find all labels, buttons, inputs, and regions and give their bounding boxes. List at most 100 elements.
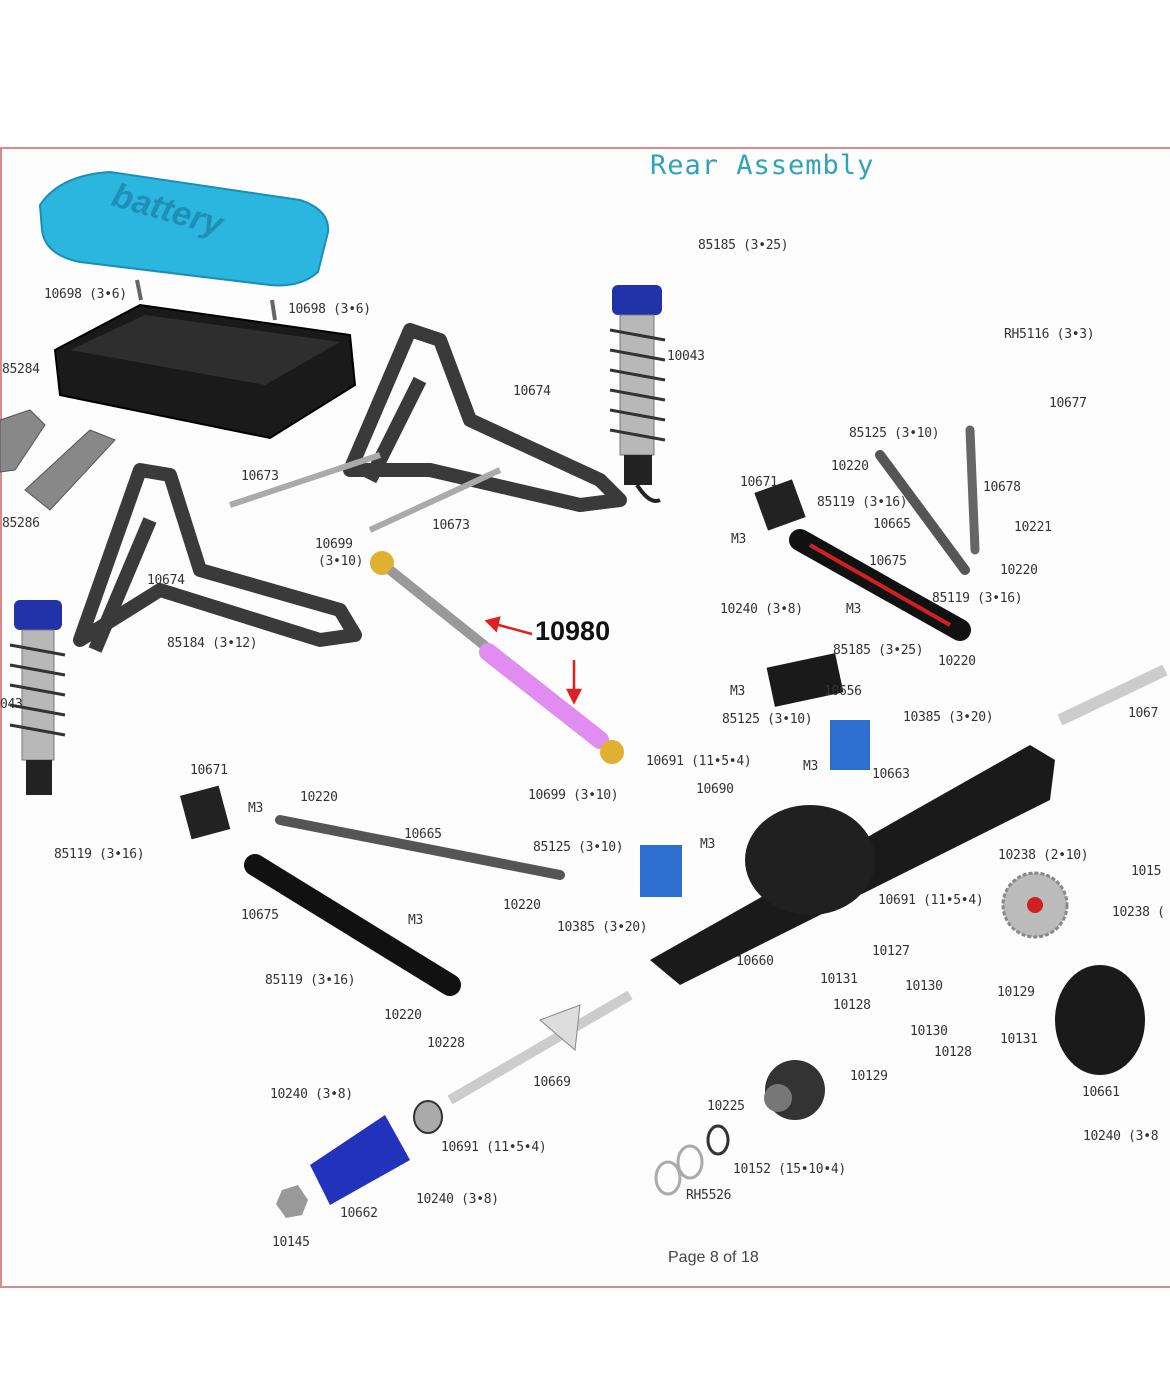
part-label: 10221 (1014, 520, 1052, 535)
hub-carrier-10662 (276, 1100, 443, 1218)
bracket-10671-lower (179, 785, 231, 840)
battery-pack: battery (38, 170, 330, 287)
link-10675-upper (789, 529, 971, 641)
part-label: 10238 ( (1112, 905, 1165, 920)
part-label: 10130 (905, 979, 943, 994)
part-label: 1067 (1128, 706, 1159, 721)
part-label: 10663 (872, 767, 910, 782)
part-label: 10691 (11•5•4) (646, 754, 752, 769)
part-label: 85119 (3•16) (817, 495, 908, 510)
mount-10663-lower (640, 845, 682, 897)
part-label: 10675 (241, 908, 279, 923)
part-label: M3 (846, 602, 862, 617)
part-label: 85185 (3•25) (698, 238, 789, 253)
rod-10673-a (229, 452, 381, 508)
part-label: 10673 (241, 469, 279, 484)
part-label: 10690 (696, 782, 734, 797)
part-label: 85184 (3•12) (167, 636, 258, 651)
washers (654, 1124, 730, 1196)
part-label: 85119 (3•16) (54, 847, 145, 862)
part-label: 10669 (533, 1075, 571, 1090)
part-label: 85125 (3•10) (849, 426, 940, 441)
part-label: RH5116 (3•3) (1004, 327, 1095, 342)
part-label: RH5526 (686, 1188, 732, 1203)
part-label: 10220 (503, 898, 541, 913)
part-label: 10674 (513, 384, 551, 399)
part-label: 10385 (3•20) (903, 710, 994, 725)
part-label: 10671 (190, 763, 228, 778)
part-label: 10128 (833, 998, 871, 1013)
mount-10663-upper (830, 720, 870, 770)
part-label: 10129 (850, 1069, 888, 1084)
page-number: Page 8 of 18 (668, 1249, 759, 1266)
link-10665-upper (875, 450, 970, 575)
part-label: 10674 (147, 573, 185, 588)
part-label: 10673 (432, 518, 470, 533)
shock-absorber-left (9, 600, 66, 795)
diff-case-10225 (764, 1060, 825, 1120)
part-label: 10699 (315, 537, 353, 552)
part-label: 10661 (1082, 1085, 1120, 1100)
drive-shaft-10980 (370, 551, 624, 764)
part-label: 10691 (11•5•4) (441, 1140, 547, 1155)
part-label: 10220 (1000, 563, 1038, 578)
part-label: 10240 (3•8) (270, 1087, 353, 1102)
part-label: 85185 (3•25) (833, 643, 924, 658)
part-label: M3 (248, 801, 264, 816)
part-label: 10671 (740, 475, 778, 490)
velcro-straps (0, 409, 116, 511)
link-10675-lower (244, 854, 461, 996)
part-label: 10131 (1000, 1032, 1038, 1047)
part-label: 10129 (997, 985, 1035, 1000)
diff-cover-10661 (1055, 965, 1145, 1075)
part-label: 10225 (707, 1099, 745, 1114)
part-label: 85119 (3•16) (932, 591, 1023, 606)
part-label: 10220 (300, 790, 338, 805)
part-label: 10131 (820, 972, 858, 987)
part-label: 043 (0, 697, 23, 712)
part-label: 10698 (3•6) (288, 302, 371, 317)
part-label: 85284 (2, 362, 40, 377)
part-label: 10220 (384, 1008, 422, 1023)
part-label: 10665 (873, 517, 911, 532)
battery-tray (53, 279, 357, 440)
part-label: 85125 (3•10) (533, 840, 624, 855)
part-label: 10152 (15•10•4) (733, 1162, 846, 1177)
part-label: 10127 (872, 944, 910, 959)
part-label: M3 (730, 684, 746, 699)
callout-arrows (484, 616, 583, 705)
part-label: 10385 (3•20) (557, 920, 648, 935)
part-label: 10220 (938, 654, 976, 669)
axle-shaft-right (1057, 664, 1168, 726)
part-label: M3 (731, 532, 747, 547)
part-label: 10145 (272, 1235, 310, 1250)
axle-shaft-10669 (447, 990, 633, 1105)
part-label: 10678 (983, 480, 1021, 495)
part-label: 10691 (11•5•4) (878, 893, 984, 908)
part-label: 85125 (3•10) (722, 712, 813, 727)
bracket-10671-upper (754, 479, 806, 531)
shock-absorber-right (609, 285, 666, 503)
part-label: 10656 (824, 684, 862, 699)
part-label: 10240 (3•8) (720, 602, 803, 617)
callout-part-number: 10980 (535, 616, 611, 646)
part-label: 85286 (2, 516, 40, 531)
part-label: (3•10) (318, 554, 364, 569)
part-label: 10662 (340, 1206, 378, 1221)
part-label: 85119 (3•16) (265, 973, 356, 988)
part-label: M3 (803, 759, 819, 774)
axle-shaft-flange (539, 1004, 581, 1051)
bracket-10656 (766, 653, 844, 707)
part-label: 10677 (1049, 396, 1087, 411)
part-label: 10699 (3•10) (528, 788, 619, 803)
ring-gear-10152 (1001, 871, 1069, 939)
part-label: 10240 (3•8) (416, 1192, 499, 1207)
shock-tower-left (73, 463, 362, 653)
part-label: 10130 (910, 1024, 948, 1039)
part-label: 10238 (2•10) (998, 848, 1089, 863)
part-label: 10665 (404, 827, 442, 842)
page-title: Rear Assembly (650, 150, 875, 181)
link-10678 (965, 425, 980, 555)
part-label: 10220 (831, 459, 869, 474)
